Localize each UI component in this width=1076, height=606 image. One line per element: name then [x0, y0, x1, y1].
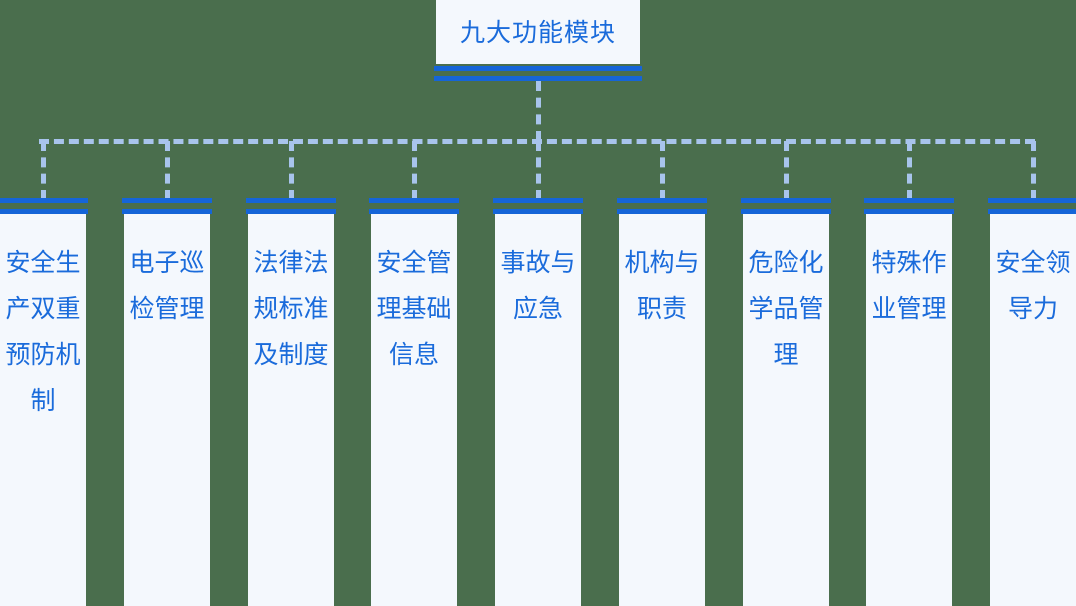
child-accent-bar-top — [617, 198, 707, 203]
child-accent-bar-top — [741, 198, 831, 203]
child-node-box: 特殊作业管理 — [866, 214, 952, 606]
child-accent-bar-bottom — [864, 209, 954, 214]
child-accent-bar-bottom — [122, 209, 212, 214]
child-node-label: 安全领导力 — [995, 248, 1071, 323]
child-node-box: 安全领导力 — [990, 214, 1076, 606]
connector-drop-6 — [660, 141, 665, 200]
child-node-label: 安全管理基础信息 — [376, 248, 452, 369]
root-accent-bar-bottom — [434, 76, 642, 81]
root-connector-stem — [536, 81, 541, 141]
child-node-box: 电子巡检管理 — [124, 214, 210, 606]
child-accent-bar-bottom — [741, 209, 831, 214]
child-node-label: 事故与应急 — [500, 248, 576, 323]
connector-horizontal-bus — [39, 139, 1035, 144]
child-node-box: 机构与职责 — [619, 214, 705, 606]
child-accent-bar-top — [122, 198, 212, 203]
child-node-label: 电子巡检管理 — [129, 248, 205, 323]
child-node-label: 法律法规标准及制度 — [253, 248, 329, 369]
child-accent-bar-bottom — [988, 209, 1076, 214]
connector-drop-4 — [412, 141, 417, 200]
child-accent-bar-bottom — [617, 209, 707, 214]
child-accent-bar-top — [864, 198, 954, 203]
child-accent-bar-top — [0, 198, 88, 203]
connector-drop-5 — [536, 141, 541, 200]
child-accent-bar-bottom — [369, 209, 459, 214]
child-accent-bar-top — [988, 198, 1076, 203]
connector-drop-8 — [907, 141, 912, 200]
child-node-box: 危险化学品管理 — [743, 214, 829, 606]
child-node-label: 特殊作业管理 — [871, 248, 947, 323]
child-accent-bar-bottom — [493, 209, 583, 214]
connector-drop-7 — [784, 141, 789, 200]
child-node-box: 安全管理基础信息 — [371, 214, 457, 606]
child-node-label: 危险化学品管理 — [748, 248, 824, 369]
child-node-box: 安全生产双重预防机制 — [0, 214, 86, 606]
root-node-label: 九大功能模块 — [459, 17, 616, 47]
child-node-label: 安全生产双重预防机制 — [5, 248, 81, 415]
child-accent-bar-top — [246, 198, 336, 203]
root-node[interactable]: 九大功能模块 — [436, 0, 640, 64]
child-accent-bar-top — [493, 198, 583, 203]
connector-drop-3 — [289, 141, 294, 200]
child-accent-bar-bottom — [0, 209, 88, 214]
child-node-box: 事故与应急 — [495, 214, 581, 606]
child-node-label: 机构与职责 — [624, 248, 700, 323]
connector-drop-2 — [165, 141, 170, 200]
root-accent-bar-top — [434, 66, 642, 71]
connector-drop-9 — [1031, 141, 1036, 200]
child-accent-bar-top — [369, 198, 459, 203]
connector-drop-1 — [41, 141, 46, 200]
child-accent-bar-bottom — [246, 209, 336, 214]
child-node-box: 法律法规标准及制度 — [248, 214, 334, 606]
